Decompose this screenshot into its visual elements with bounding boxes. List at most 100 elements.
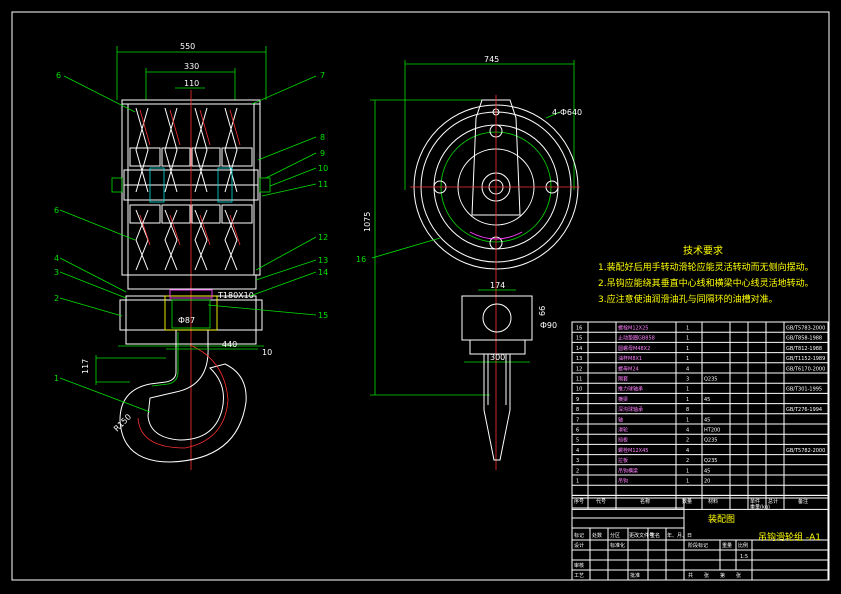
part-standard: GB/T301-1995 bbox=[786, 387, 822, 393]
part-number: 13 bbox=[576, 356, 582, 362]
tech-line-3: 3.应注意使油润滑油孔与同隔环的油槽对准。 bbox=[598, 293, 778, 305]
part-qty: 2 bbox=[686, 438, 689, 444]
part-number: 10 bbox=[576, 387, 582, 393]
svg-text:签名: 签名 bbox=[650, 532, 660, 539]
svg-text:张: 张 bbox=[736, 572, 741, 579]
callout-10: 10 bbox=[318, 164, 328, 173]
dim-1075: 1075 bbox=[363, 212, 372, 232]
column-header: 总计 bbox=[768, 498, 778, 505]
part-name: 深沟球轴承 bbox=[618, 406, 643, 413]
callout-9: 9 bbox=[320, 149, 325, 158]
callout-11: 11 bbox=[318, 180, 328, 189]
outer-border bbox=[11, 11, 830, 581]
part-standard: GB/T812-1988 bbox=[786, 346, 822, 352]
side-view: 745 1075 4-Ф640 174 66 Ф90 300 bbox=[356, 55, 582, 470]
callout-8: 8 bbox=[320, 133, 325, 142]
part-name: 吊钩横梁 bbox=[618, 467, 638, 474]
svg-text:标记: 标记 bbox=[574, 532, 584, 539]
svg-text:分区: 分区 bbox=[610, 532, 620, 539]
part-name: 吊钩 bbox=[618, 478, 628, 485]
dim-4-phi640: 4-Ф640 bbox=[552, 108, 582, 117]
part-standard: GB/T6170-2000 bbox=[786, 366, 825, 372]
callout-15: 15 bbox=[318, 311, 328, 320]
dim-117: 117 bbox=[81, 359, 90, 374]
part-number: 1 bbox=[576, 479, 579, 485]
svg-text:第: 第 bbox=[720, 572, 725, 579]
part-material: Q235 bbox=[704, 458, 717, 464]
dim-550: 550 bbox=[180, 42, 195, 51]
part-name: 止动垫圈GB858 bbox=[618, 335, 655, 342]
callout-14: 14 bbox=[318, 268, 328, 277]
part-qty: 1 bbox=[686, 397, 689, 403]
dim-440: 440 bbox=[222, 340, 237, 349]
part-material: 45 bbox=[704, 468, 710, 474]
part-material: 20 bbox=[704, 479, 710, 485]
callout-6-top: 6 bbox=[56, 71, 61, 80]
part-name: 横梁 bbox=[618, 396, 628, 403]
part-number: 3 bbox=[576, 458, 579, 464]
part-number: 14 bbox=[576, 346, 582, 352]
part-qty: 1 bbox=[686, 356, 689, 362]
part-number: 8 bbox=[576, 407, 579, 413]
part-number: 9 bbox=[576, 397, 579, 403]
part-number: 2 bbox=[576, 468, 579, 474]
part-standard: GB/T5783-2000 bbox=[786, 326, 825, 332]
dim-174: 174 bbox=[490, 281, 505, 290]
callout-1: 1 bbox=[54, 374, 59, 383]
callout-4: 4 bbox=[54, 254, 59, 263]
dim-745: 745 bbox=[484, 55, 499, 64]
svg-text:处数: 处数 bbox=[592, 532, 602, 539]
svg-text:共: 共 bbox=[688, 572, 693, 579]
part-title: 吊钩滑轮组 -A1 bbox=[758, 531, 821, 543]
column-header: 材料 bbox=[708, 498, 718, 505]
svg-text:工艺: 工艺 bbox=[574, 573, 584, 579]
callout-2: 2 bbox=[54, 294, 59, 303]
part-name: 拉板 bbox=[618, 457, 628, 464]
part-number: 16 bbox=[576, 326, 582, 332]
part-qty: 4 bbox=[686, 428, 689, 434]
svg-text:更改文件号: 更改文件号 bbox=[629, 532, 654, 539]
dim-66: 66 bbox=[538, 306, 547, 316]
svg-text:年、月、日: 年、月、日 bbox=[667, 532, 692, 539]
front-view: 550 330 110 bbox=[54, 42, 328, 470]
part-name: 滑轮 bbox=[618, 427, 628, 434]
part-qty: 1 bbox=[686, 417, 689, 423]
part-qty: 1 bbox=[686, 336, 689, 342]
tech-title: 技术要求 bbox=[683, 244, 723, 257]
dim-phi90: Ф90 bbox=[540, 321, 557, 330]
part-qty: 2 bbox=[686, 458, 689, 464]
part-number: 5 bbox=[576, 438, 579, 444]
part-material: HT200 bbox=[704, 428, 720, 434]
svg-text:比例: 比例 bbox=[738, 542, 748, 549]
dim-300: 300 bbox=[490, 353, 505, 362]
part-material: Q235 bbox=[704, 438, 717, 444]
svg-text:设计: 设计 bbox=[574, 542, 584, 549]
table-row: 6 滑轮 4 HT200 bbox=[576, 427, 720, 434]
part-number: 11 bbox=[576, 377, 582, 383]
part-qty: 3 bbox=[686, 377, 689, 383]
part-number: 6 bbox=[576, 428, 579, 434]
part-name: 隔套 bbox=[618, 376, 628, 383]
svg-text:审核: 审核 bbox=[574, 562, 584, 569]
part-standard: GB/T5782-2000 bbox=[786, 448, 825, 454]
column-header: 单件 bbox=[750, 498, 760, 505]
part-material: 45 bbox=[704, 397, 710, 403]
part-qty: 1 bbox=[686, 326, 689, 332]
callout-16: 16 bbox=[356, 255, 366, 264]
technical-requirements: 技术要求 1.装配好后用手转动滑轮应能灵活转动而无侧向摆动。 2.吊钩应能绕其垂… bbox=[598, 244, 814, 305]
part-number: 4 bbox=[576, 448, 579, 454]
part-standard: GB/T1152-1989 bbox=[786, 356, 825, 362]
scale-value: 1:5 bbox=[740, 554, 748, 560]
column-header: 代号 bbox=[596, 498, 606, 505]
